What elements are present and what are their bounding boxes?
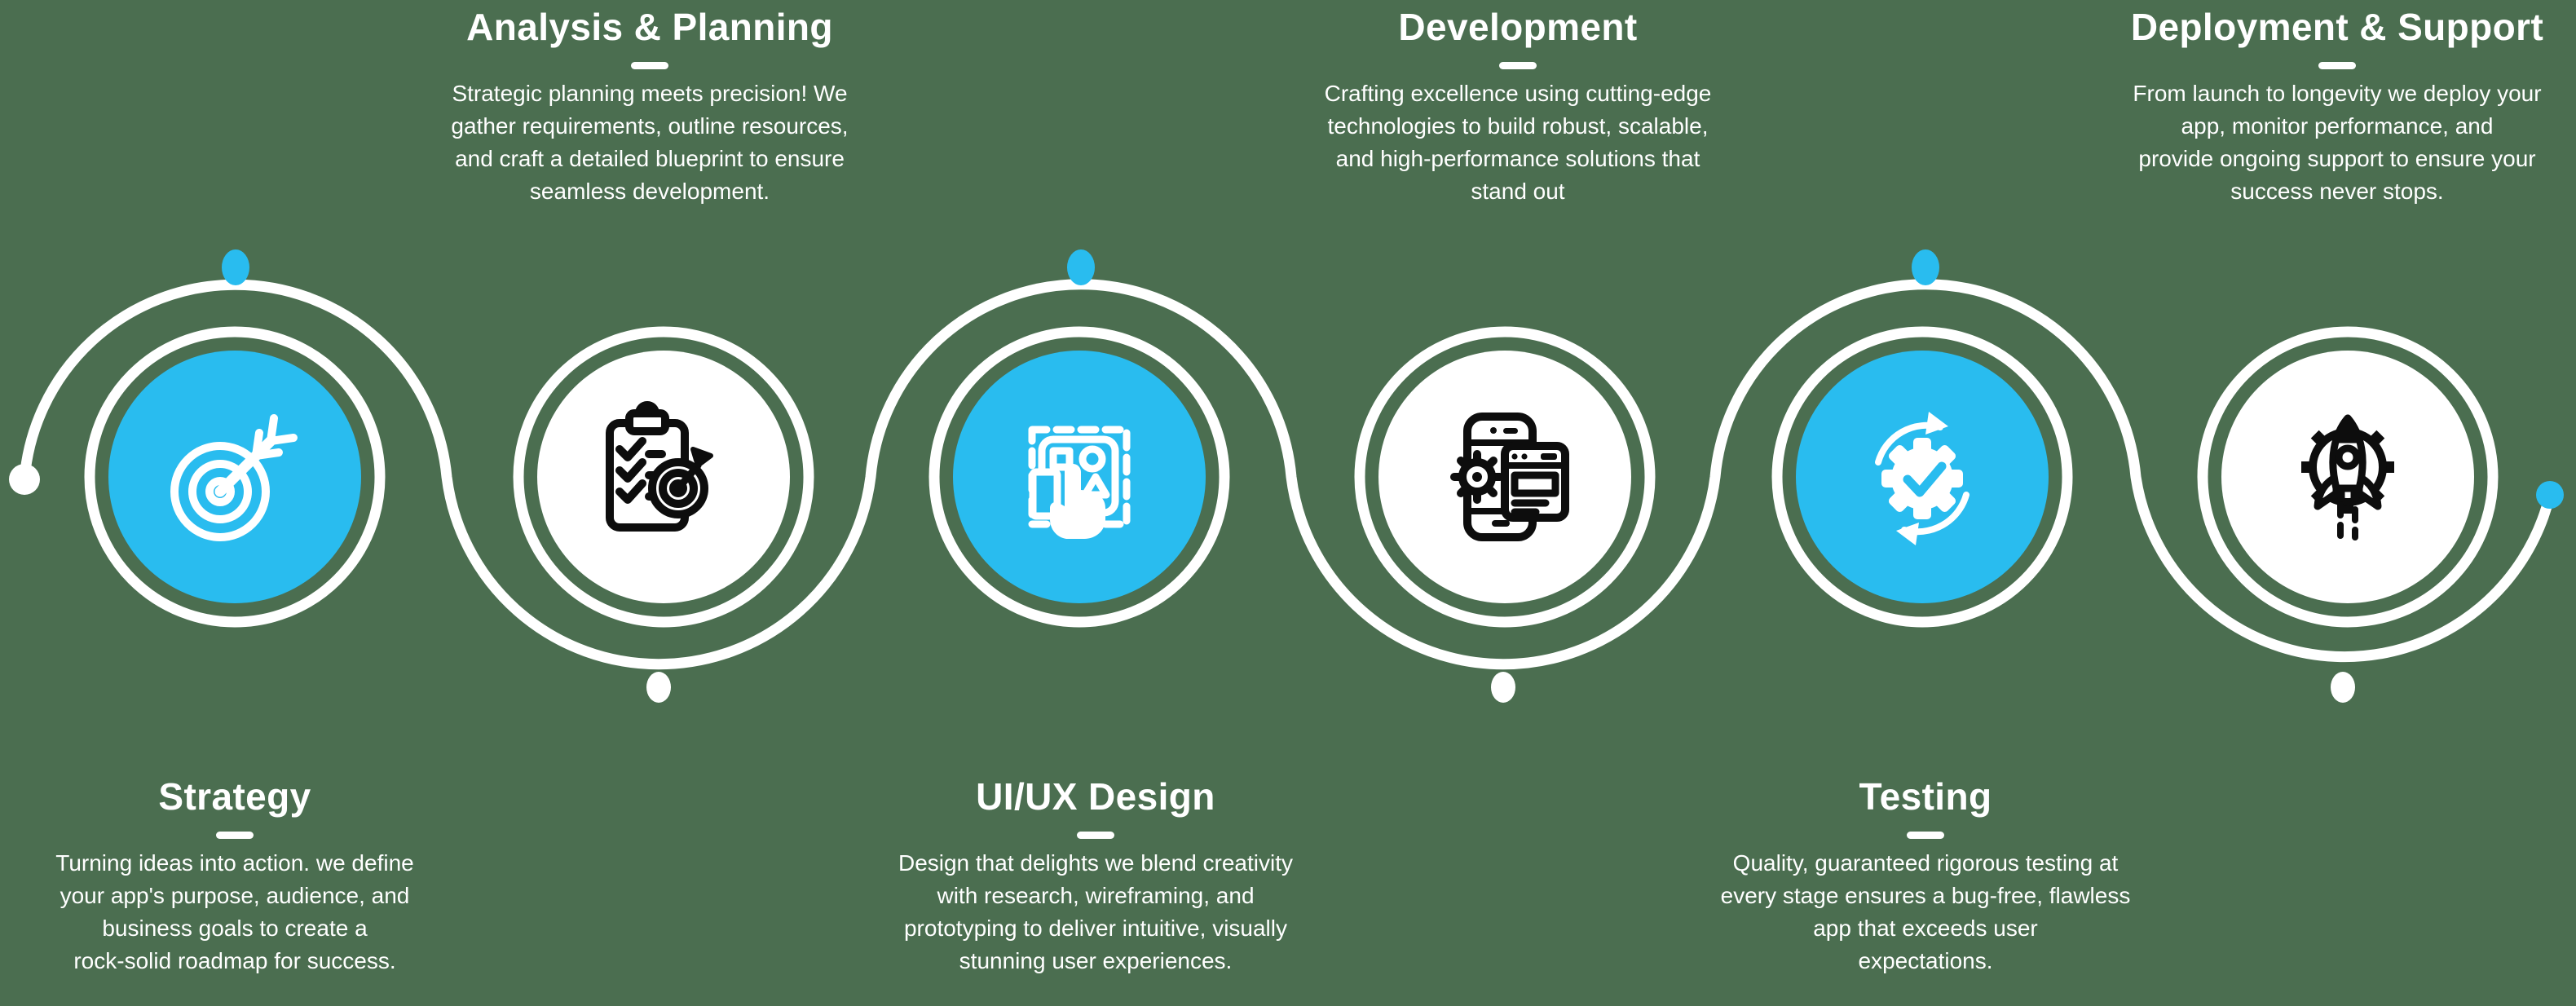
orbit-ring-strategy	[84, 326, 386, 628]
milestone-dots	[9, 249, 2564, 703]
stage-title: Strategy	[158, 775, 311, 818]
orbit-rings	[84, 326, 2499, 628]
stage-label-uiux-design: UI/UX Design Design that delights we ble…	[827, 776, 1365, 977]
line-end-dot	[2536, 481, 2564, 509]
line-start-dot	[9, 464, 40, 495]
stage-title: Deployment & Support	[2130, 6, 2544, 48]
stage-description: From launch to longevity we deploy your …	[2133, 81, 2542, 204]
stage-description: Quality, guaranteed rigorous testing at …	[1720, 850, 2131, 973]
top-dot-uiux	[1067, 249, 1095, 285]
rocket-gear-icon	[2301, 414, 2394, 541]
orbit-ring-analysis	[513, 326, 814, 628]
stage-title: UI/UX Design	[976, 775, 1215, 818]
title-underline-dash	[2318, 62, 2356, 69]
phone-gear-window-icon	[1450, 413, 1569, 541]
top-dot-testing	[1912, 249, 1939, 285]
stage-label-testing: Testing Quality, guaranteed rigorous tes…	[1648, 776, 2203, 977]
wireframe-hand-icon	[1028, 426, 1131, 539]
title-underline-dash	[216, 832, 254, 839]
title-underline-dash	[1499, 62, 1537, 69]
gear-silhouette	[1881, 438, 1963, 519]
pointer-hand-shape	[1050, 464, 1105, 539]
stage-title: Analysis & Planning	[466, 6, 833, 48]
stage-title: Testing	[1859, 775, 1992, 818]
checkmark-shape	[1903, 461, 1947, 497]
stage-description: Turning ideas into action. we define you…	[55, 850, 414, 973]
bottom-dot-analysis	[646, 672, 671, 703]
title-underline-dash	[631, 62, 668, 69]
stage-description: Crafting excellence using cutting-edge t…	[1324, 81, 1712, 204]
stage-label-analysis-planning: Analysis & Planning Strategic planning m…	[397, 7, 902, 208]
stage-description: Design that delights we blend creativity…	[898, 850, 1294, 973]
orbit-ring-testing	[1771, 326, 2073, 628]
stage-description: Strategic planning meets precision! We g…	[451, 81, 849, 204]
stage-label-deployment-support: Deployment & Support From launch to long…	[2068, 7, 2576, 208]
stage-label-strategy: Strategy Turning ideas into action. we d…	[0, 776, 471, 977]
rocket-exhaust-dashes	[2337, 501, 2358, 541]
gear-check-refresh-icon	[1875, 412, 1969, 545]
orbit-ring-deployment	[2197, 326, 2499, 628]
bottom-dot-development	[1491, 672, 1515, 703]
bottom-dot-deployment	[2331, 672, 2355, 703]
top-dot-strategy	[222, 249, 249, 285]
weaving-timeline-path	[19, 279, 2556, 670]
title-underline-dash	[1907, 832, 1944, 839]
orbit-ring-development	[1354, 326, 1656, 628]
clipboard-checklist-target-icon	[606, 401, 713, 532]
target-dart-icon	[170, 414, 298, 541]
stage-title: Development	[1398, 6, 1638, 48]
title-underline-dash	[1077, 832, 1114, 839]
orbit-ring-uiux	[929, 326, 1230, 628]
stage-label-development: Development Crafting excellence using cu…	[1257, 7, 1779, 208]
